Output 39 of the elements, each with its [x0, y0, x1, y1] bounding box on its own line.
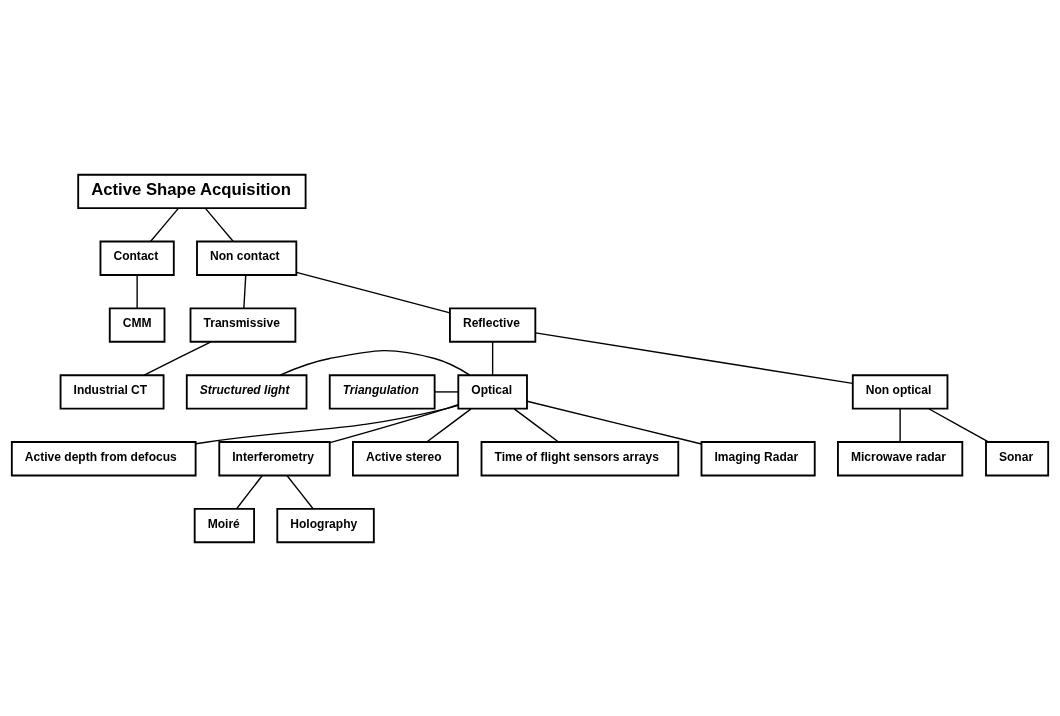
node-box: Optical — [457, 373, 528, 410]
node-box: Microwave radar — [837, 440, 964, 476]
node-box: Moiré — [193, 507, 255, 543]
connector — [286, 474, 314, 509]
connector — [928, 407, 990, 443]
node-box: Contact — [99, 240, 175, 276]
node-box: Non contact — [196, 240, 298, 276]
connector — [434, 390, 459, 393]
connector — [195, 404, 459, 444]
connector — [279, 349, 471, 376]
node-box: Transmissive — [189, 306, 297, 343]
connector — [143, 340, 212, 376]
node-box: Sonar — [985, 440, 1050, 476]
node-box: Industrial CT — [59, 373, 165, 410]
connector — [526, 400, 703, 445]
node-box: Non optical — [851, 373, 949, 410]
node-box: CMM — [108, 306, 166, 343]
connector — [235, 474, 263, 509]
node-box: Active stereo — [352, 440, 459, 476]
connector — [295, 271, 451, 314]
node-box: Interferometry — [218, 440, 331, 476]
connector — [243, 274, 247, 309]
node-box: Active Shape Acquisition — [77, 173, 307, 209]
connector — [149, 207, 180, 242]
node-box: Holography — [276, 507, 375, 543]
connector — [136, 274, 138, 309]
node-box: Active depth from defocus — [10, 440, 197, 476]
connector — [534, 331, 854, 384]
connector — [204, 207, 234, 242]
node-box: Reflective — [449, 306, 537, 343]
connector — [491, 340, 494, 376]
node-box: Imaging Radar — [700, 440, 816, 476]
node-box: Structured light — [185, 373, 308, 410]
node-box: Time of flight sensors arrays — [480, 440, 680, 476]
connector — [426, 407, 472, 443]
connector — [899, 407, 901, 443]
connector — [513, 407, 560, 443]
connector — [329, 403, 459, 443]
node-box: Triangulation — [328, 373, 436, 410]
